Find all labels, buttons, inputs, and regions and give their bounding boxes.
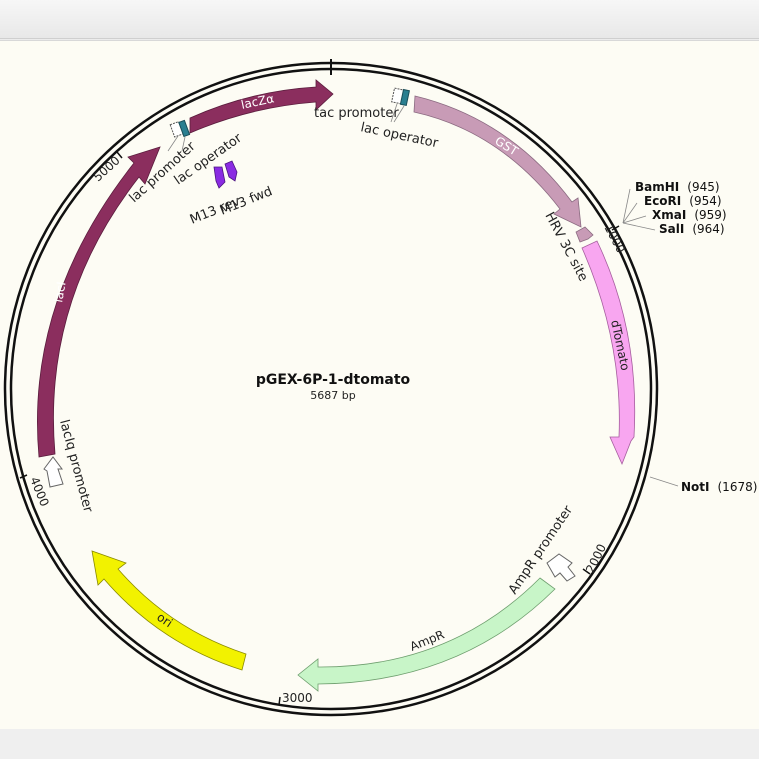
- status-bar: [0, 729, 759, 759]
- site-noti[interactable]: NotI(1678): [681, 480, 757, 494]
- feature-ori[interactable]: [91, 550, 247, 671]
- svg-text:5000: 5000: [91, 153, 123, 184]
- site-ecori[interactable]: EcoRI(954): [644, 194, 722, 208]
- m13-primers-icon[interactable]: [213, 160, 238, 189]
- feature-laci[interactable]: [37, 146, 161, 458]
- leader-lines: [167, 103, 679, 487]
- label-tac-promoter-1: tac promoter: [314, 106, 399, 121]
- label-laciq-promoter: lacIq promoter: [56, 418, 95, 515]
- feature-label-hrv: HRV 3C site: [541, 210, 590, 284]
- tick-1000: 1000: [601, 222, 628, 256]
- tac-promoter-1-icon[interactable]: [391, 87, 410, 107]
- site-bamhi[interactable]: BamHI(945): [635, 180, 720, 194]
- feature-ampr[interactable]: [297, 577, 556, 692]
- tick-3000: 3000: [278, 691, 313, 706]
- laciq-promoter-icon[interactable]: [43, 456, 64, 488]
- feature-lacz[interactable]: [189, 79, 334, 134]
- plasmid-name: pGEX-6P-1-dtomato: [256, 372, 411, 388]
- plasmid-map-canvas[interactable]: 1000 2000 3000 4000 5000 lacZα lacI GST …: [0, 40, 759, 730]
- feature-dtomato[interactable]: [581, 240, 636, 466]
- feature-gst[interactable]: [413, 95, 582, 228]
- plasmid-length: 5687 bp: [310, 389, 355, 402]
- site-xmai[interactable]: XmaI(959): [652, 208, 727, 222]
- tick-5000: 5000: [91, 151, 123, 184]
- lac-promoter-icon[interactable]: [169, 119, 191, 138]
- label-lac-operator-1: lac operator: [359, 120, 440, 151]
- feature-hrv[interactable]: [575, 226, 594, 243]
- site-sali[interactable]: SalI(964): [659, 222, 725, 236]
- window-toolbar: [0, 0, 759, 39]
- svg-text:3000: 3000: [282, 691, 313, 705]
- svg-text:1000: 1000: [601, 222, 628, 256]
- tick-2000: 2000: [582, 542, 609, 576]
- svg-text:2000: 2000: [583, 542, 609, 576]
- label-m13-fwd: M13 fwd: [218, 184, 275, 219]
- feature-label-lacz: lacZα: [240, 91, 276, 112]
- ampr-promoter-icon[interactable]: [546, 553, 576, 582]
- feature-label-laci: lacI: [51, 281, 68, 304]
